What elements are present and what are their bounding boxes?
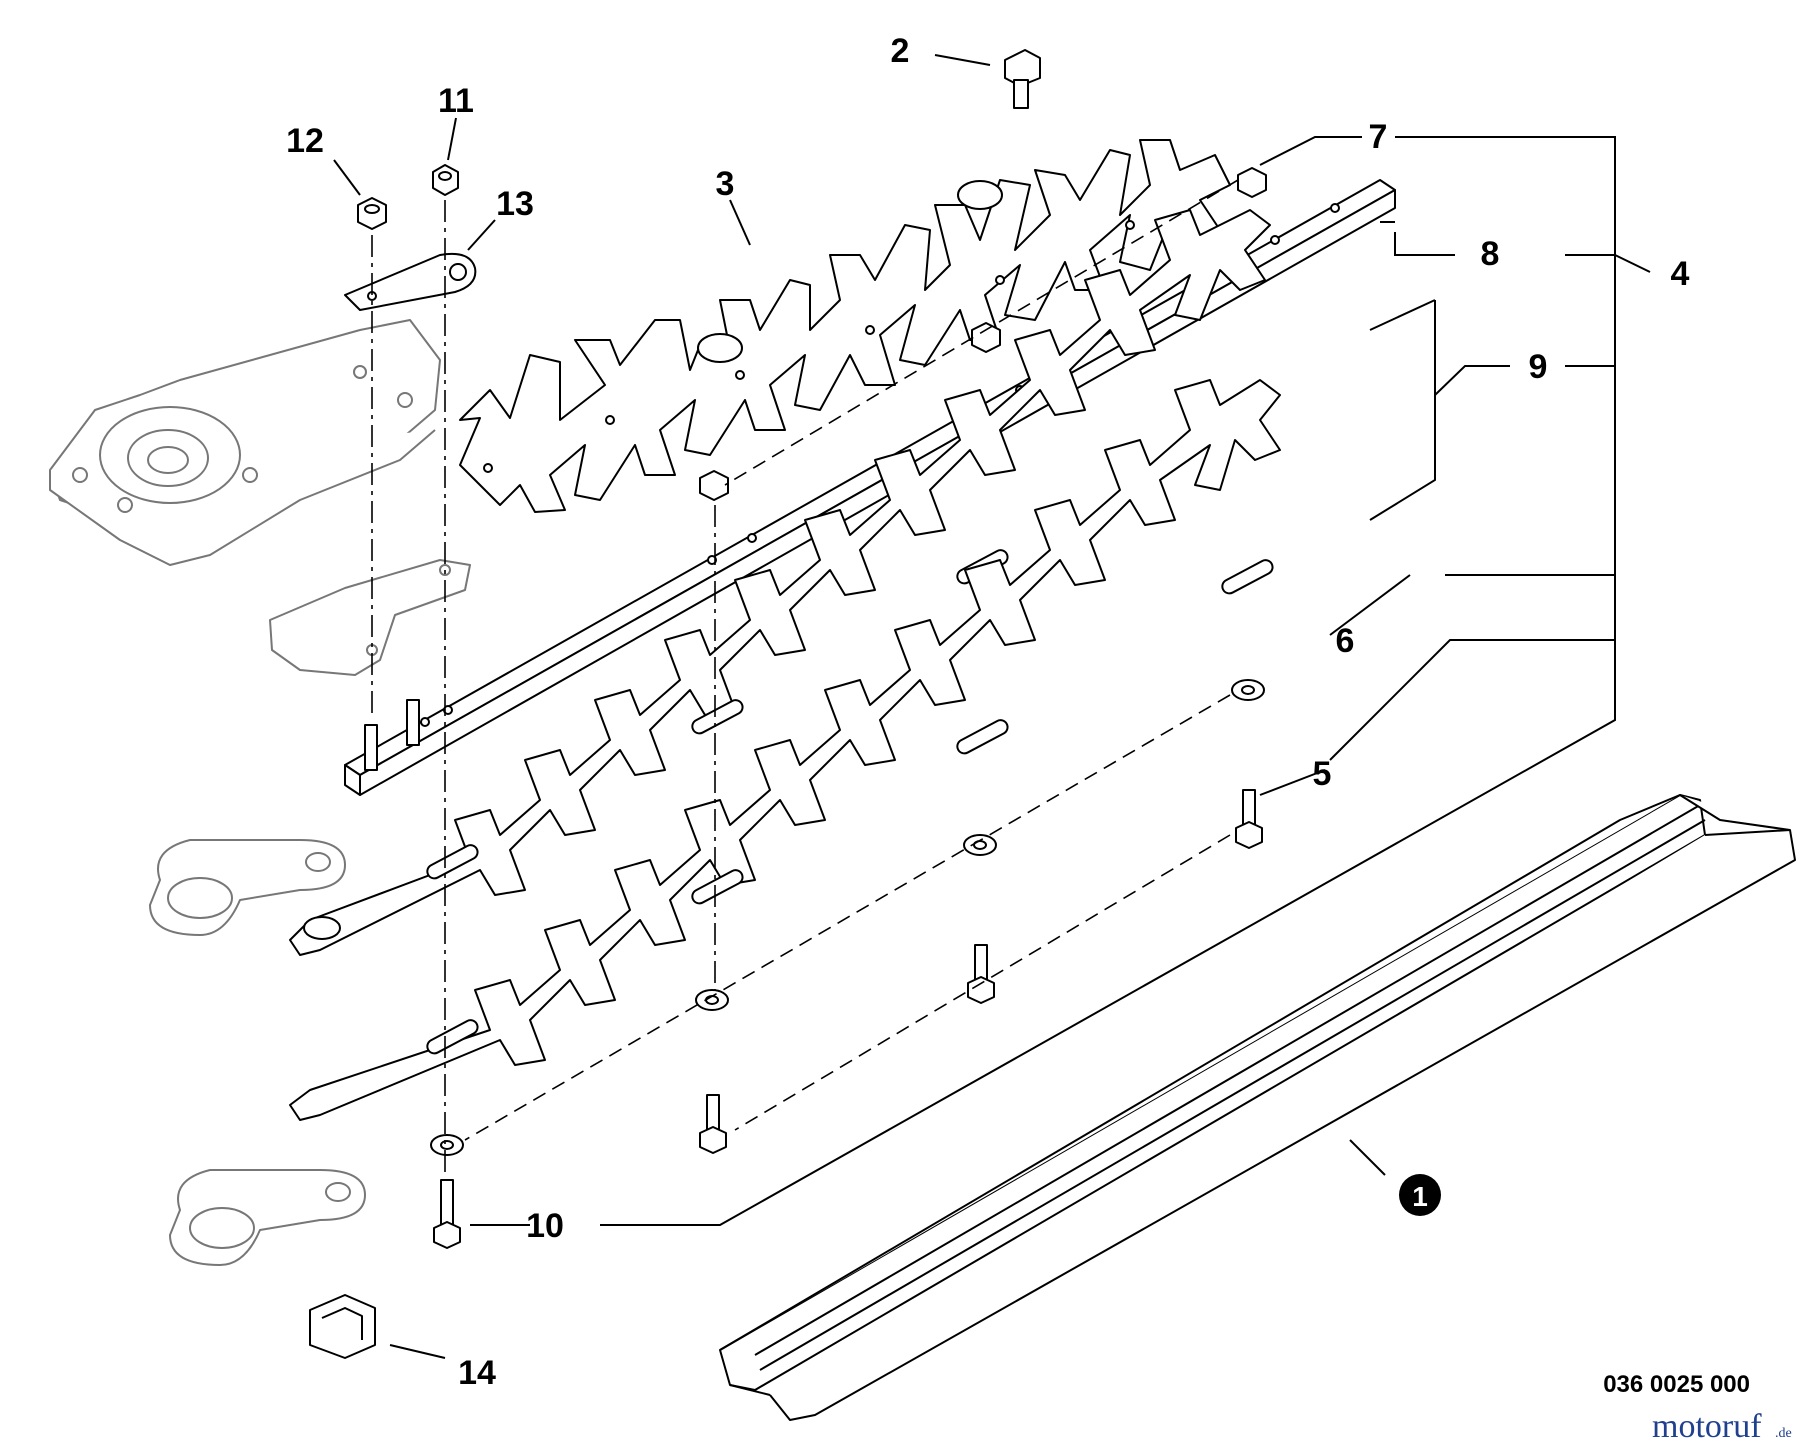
leader-lines (333, 54, 1651, 1359)
stud-right (406, 699, 420, 746)
label-14: 14 (458, 1354, 496, 1392)
connecting-rod-upper (149, 839, 346, 936)
label-12: 12 (286, 122, 324, 160)
bottom-plate (269, 559, 471, 676)
upper-blade (459, 139, 1231, 513)
label-3: 3 (716, 165, 735, 203)
watermark-main: motoruf (1652, 1408, 1762, 1444)
label-2: 2 (891, 32, 910, 70)
bolt-10 (433, 1179, 461, 1249)
gear-case (49, 319, 441, 566)
label-7: 7 (1369, 118, 1388, 156)
drawing-number: 036 0025 000 (1603, 1371, 1750, 1398)
label-11: 11 (438, 82, 474, 120)
label-4: 4 (1671, 255, 1690, 293)
label-6: 6 (1336, 622, 1355, 660)
bolt-5 (1235, 789, 1263, 849)
blade-cover (719, 794, 1796, 1421)
nut-upper-left (699, 470, 729, 501)
label-8: 8 (1481, 235, 1500, 273)
washer-left (695, 989, 729, 1011)
washer-bottom (430, 1134, 464, 1156)
connecting-rod-lower (169, 1169, 366, 1266)
nut-upper-right (1237, 167, 1267, 198)
bolt-mid (967, 944, 995, 1004)
label-9: 9 (1529, 348, 1548, 386)
bolt-2 (1004, 49, 1041, 109)
label-1-badge: 1 (1399, 1174, 1441, 1216)
label-5: 5 (1313, 755, 1332, 793)
watermark-tld: .de (1775, 1426, 1792, 1441)
stud-left (364, 724, 378, 771)
label-13: 13 (496, 185, 534, 223)
nut-upper-mid (971, 322, 1001, 353)
bolt-left (699, 1094, 727, 1154)
part-labels: 2 11 12 13 3 7 8 4 9 6 5 10 14 1 (286, 32, 1689, 1392)
assembly-lines (371, 179, 1239, 1175)
watermark: motoruf .de (1652, 1408, 1792, 1444)
washer-right (1231, 679, 1265, 701)
washer-mid (963, 834, 997, 856)
plate-13 (344, 252, 477, 311)
nut-12 (357, 197, 387, 230)
clip-14 (309, 1294, 376, 1359)
label-1: 1 (1412, 1181, 1428, 1212)
middle-blade-lower (289, 379, 1281, 1121)
label-10: 10 (526, 1207, 564, 1245)
nut-11 (432, 164, 459, 196)
